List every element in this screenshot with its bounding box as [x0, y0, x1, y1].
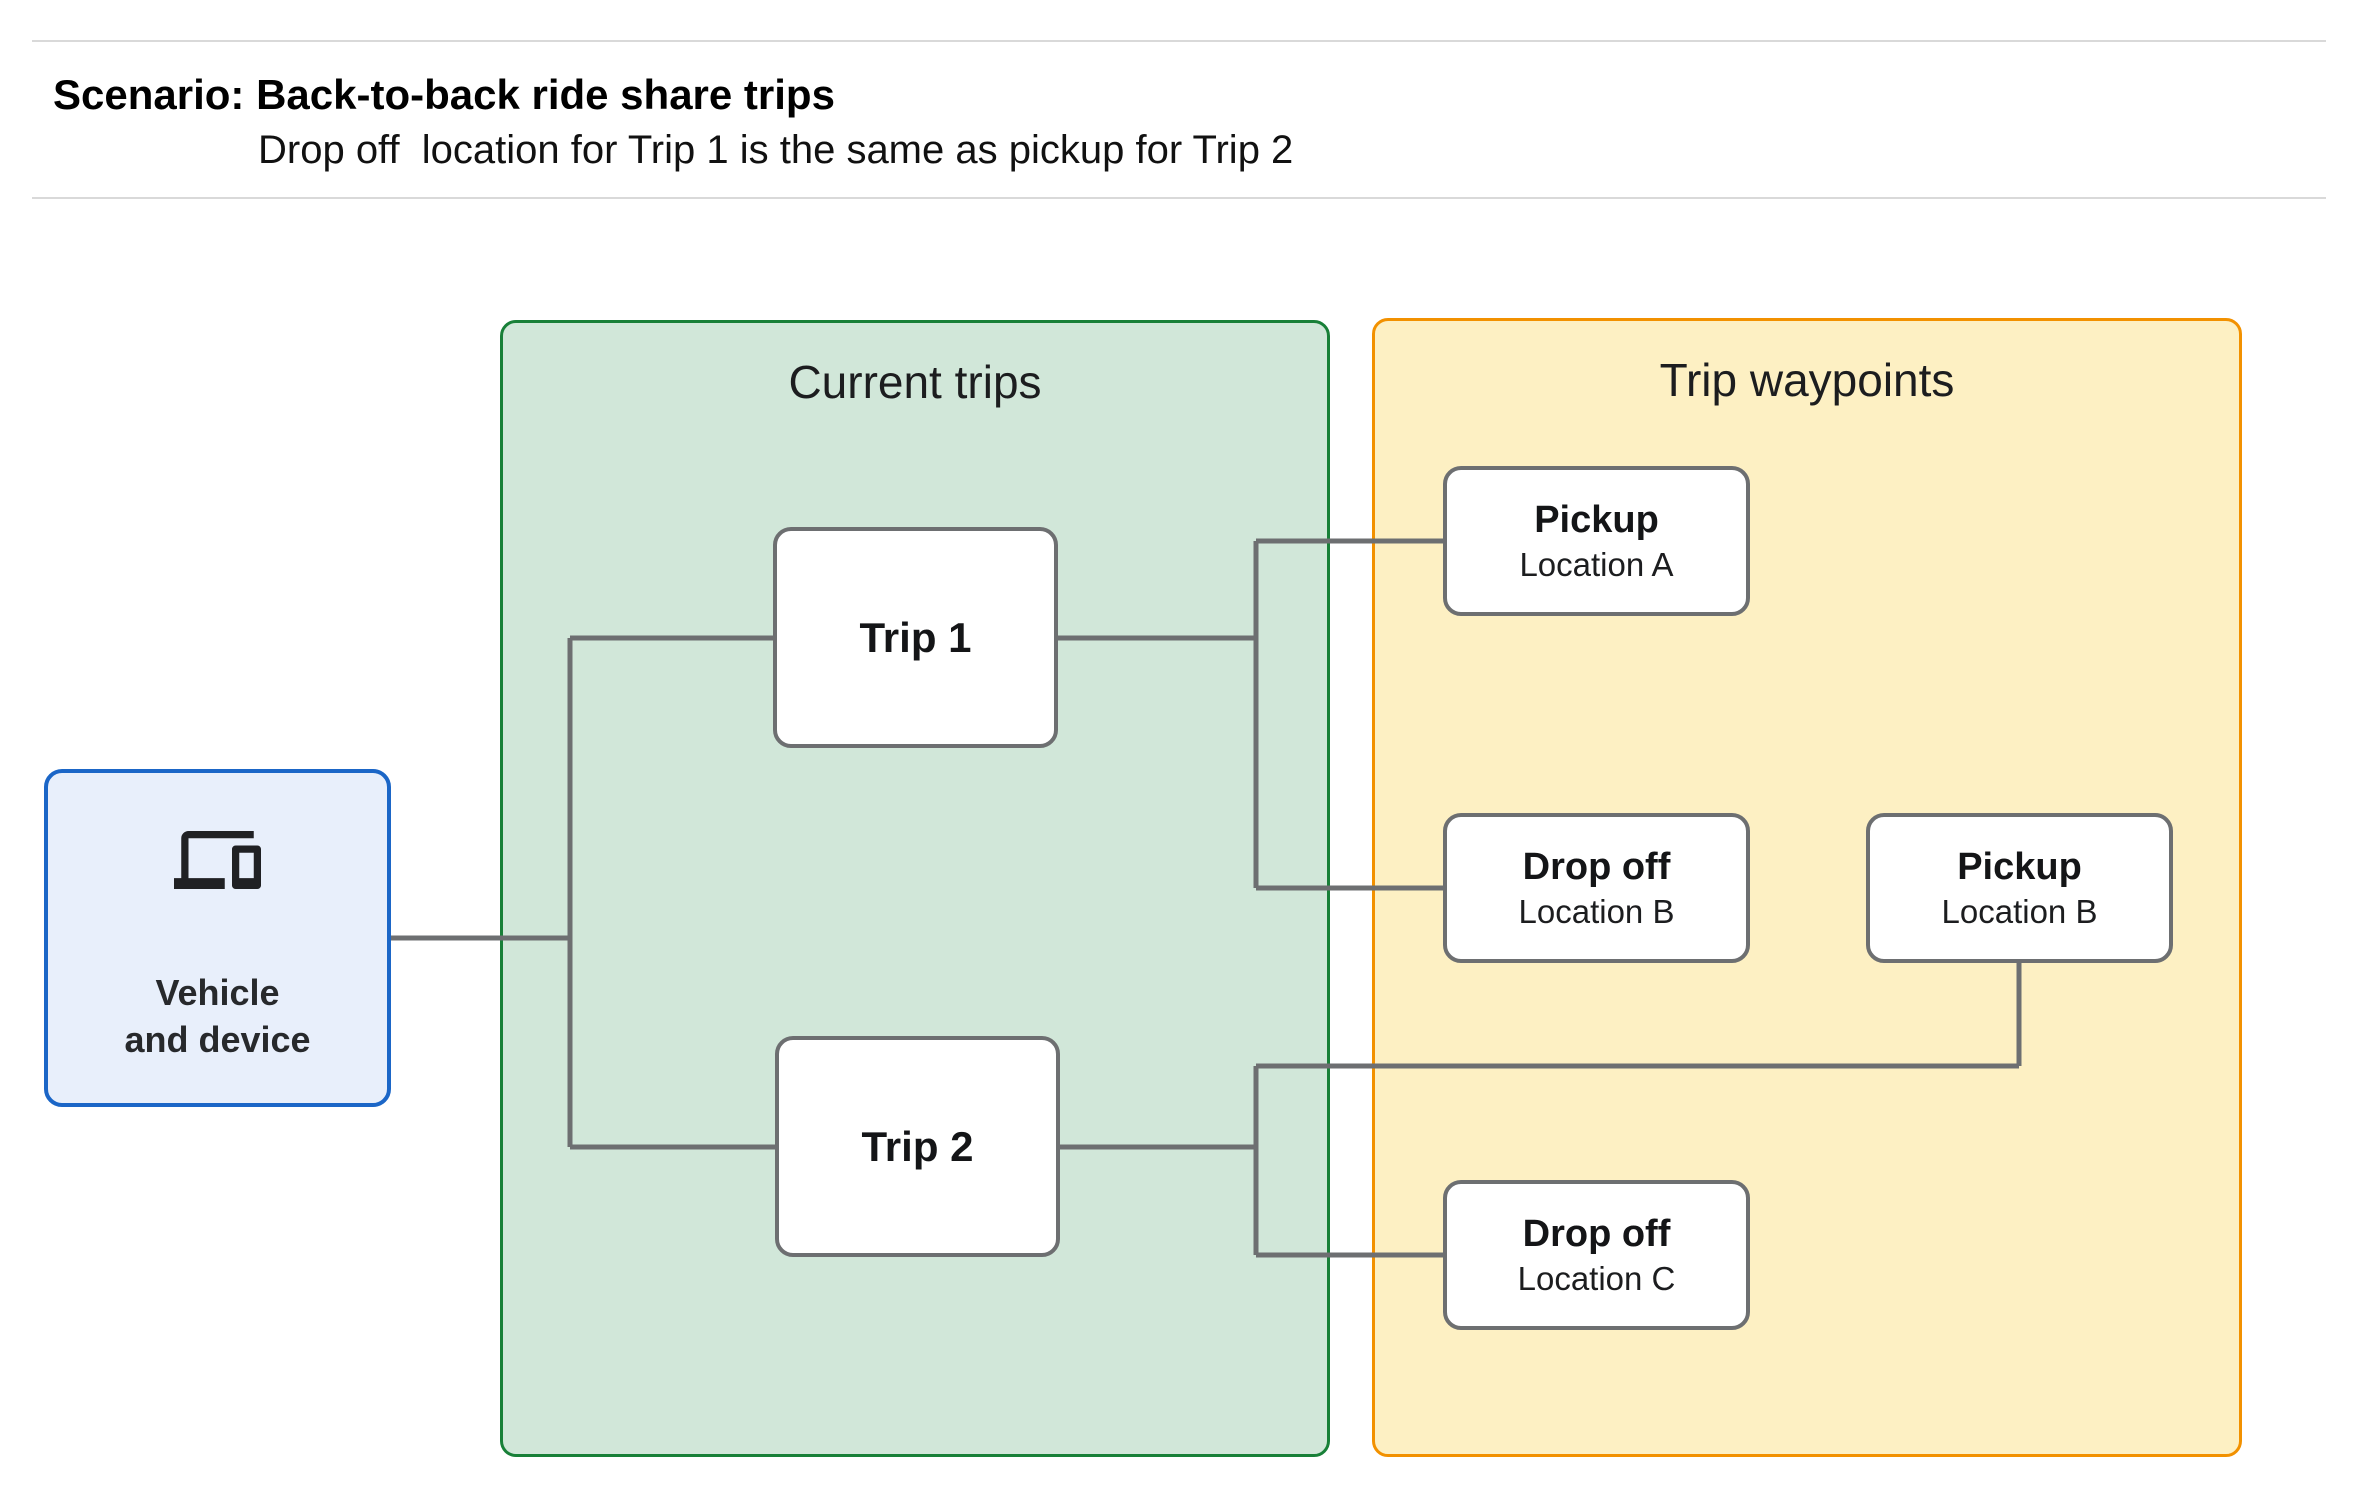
group-current-trips-label: Current trips: [788, 356, 1042, 408]
trip-2-node: Trip 2: [775, 1036, 1060, 1257]
header-divider: [32, 197, 2326, 199]
waypoint-title: Pickup: [1957, 845, 2082, 888]
waypoint-pickup-location-a: Pickup Location A: [1443, 466, 1750, 616]
group-trip-waypoints-label: Trip waypoints: [1659, 354, 1955, 406]
waypoint-location: Location B: [1518, 892, 1675, 930]
vehicle-and-device-node: Vehicle and device: [44, 769, 391, 1107]
trip-1-node: Trip 1: [773, 527, 1058, 748]
waypoint-dropoff-location-c: Drop off Location C: [1443, 1180, 1750, 1330]
waypoint-title: Pickup: [1534, 498, 1659, 541]
vehicle-label-line1: Vehicle: [155, 972, 280, 1013]
waypoint-location: Location A: [1519, 545, 1674, 583]
devices-icon: [174, 831, 261, 889]
waypoint-title: Drop off: [1522, 845, 1671, 888]
waypoint-title: Drop off: [1522, 1212, 1671, 1255]
page-subtitle: Drop off location for Trip 1 is the same…: [258, 128, 1294, 172]
group-current-trips: Current trips: [500, 320, 1330, 1457]
waypoint-dropoff-location-b: Drop off Location B: [1443, 813, 1750, 963]
vehicle-label-line2: and device: [124, 1019, 311, 1060]
waypoint-pickup-location-b: Pickup Location B: [1866, 813, 2173, 963]
page-title: Scenario: Back-to-back ride share trips: [53, 71, 835, 118]
trip-2-label: Trip 2: [861, 1122, 974, 1170]
waypoint-location: Location C: [1517, 1259, 1676, 1297]
trip-1-label: Trip 1: [859, 613, 972, 661]
waypoint-location: Location B: [1941, 892, 2098, 930]
top-divider: [32, 40, 2326, 42]
